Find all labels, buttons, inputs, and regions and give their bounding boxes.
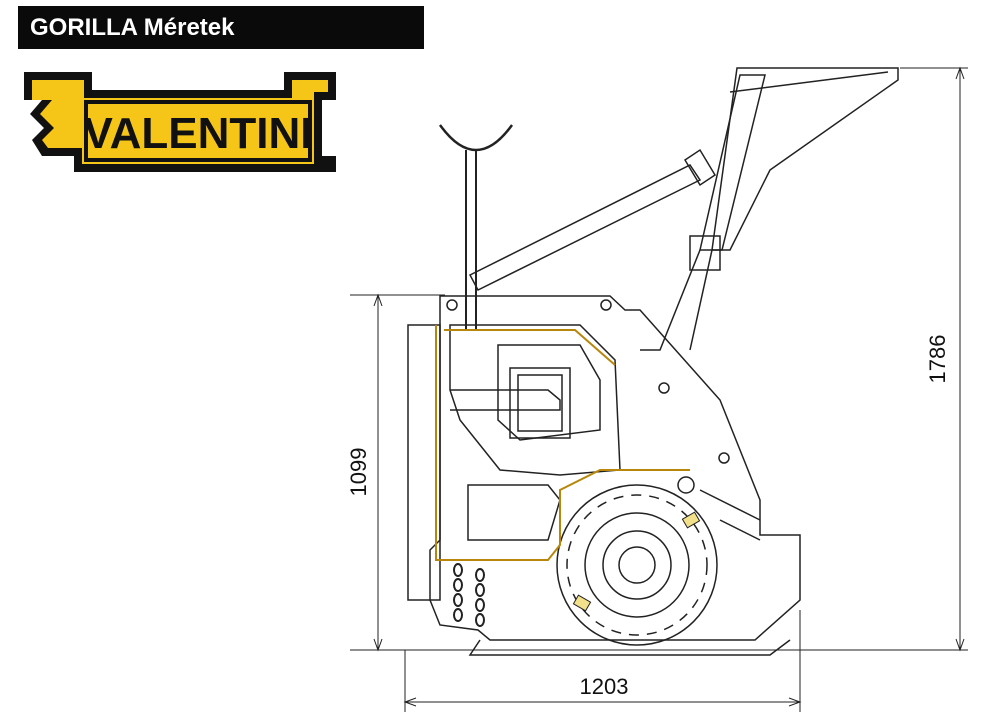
dimension-height-total: 1786 <box>925 335 950 384</box>
valentini-logo: VALENTINI <box>22 70 338 174</box>
logo-text: VALENTINI <box>84 109 313 158</box>
page-title: GORILLA Méretek <box>18 6 424 49</box>
valentini-logo-graphic: VALENTINI <box>24 72 336 172</box>
rotor-teeth <box>572 511 701 612</box>
machine-outline <box>407 67 899 656</box>
accent-trim <box>435 325 690 561</box>
dimension-height-front: 1099 <box>346 448 371 497</box>
dimension-lines <box>350 66 968 712</box>
dimension-width-total: 1203 <box>580 674 629 699</box>
